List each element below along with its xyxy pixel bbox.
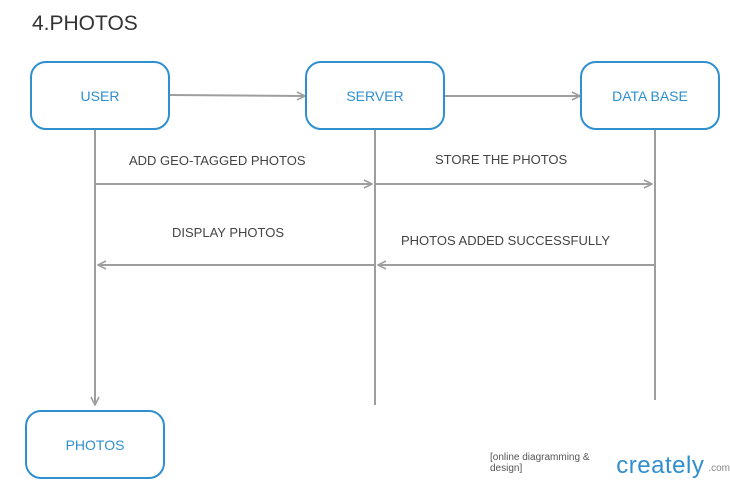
server-node[interactable]: SERVER [305,61,445,130]
added-successfully-label: PHOTOS ADDED SUCCESSFULLY [401,233,611,248]
add-photos-label: ADD GEO-TAGGED PHOTOS [129,153,306,168]
photos-node[interactable]: PHOTOS [25,410,165,479]
watermark-tagline: [online diagramming & design] [490,452,590,474]
database-node[interactable]: DATA BASE [580,61,720,130]
creately-logo: creately [616,452,705,479]
user-node[interactable]: USER [30,61,170,130]
store-photos-label: STORE THE PHOTOS [435,152,568,167]
watermark-suffix: .com [708,463,730,474]
user-to-server-connector [169,95,305,96]
display-photos-label: DISPLAY PHOTOS [172,225,284,240]
diagram-title: 4.PHOTOS [32,12,138,35]
creately-watermark[interactable]: [online diagramming & design] creately .… [490,452,730,480]
